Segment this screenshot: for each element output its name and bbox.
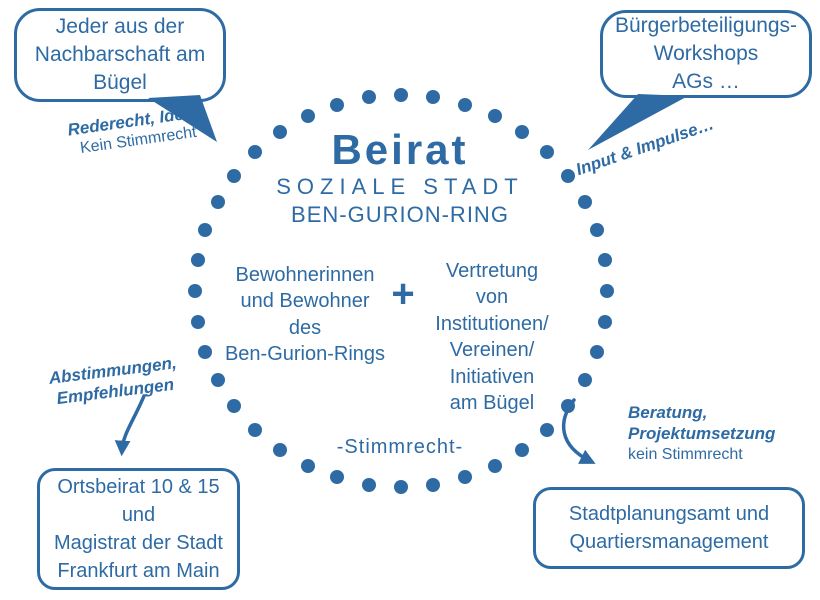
annotation-top-left: Rederecht, Ideen Kein Stimmrecht (50, 98, 224, 163)
ring-dot (515, 442, 530, 457)
ring-dot (589, 223, 604, 238)
ring-dot (560, 399, 575, 414)
curved-arrow-bottom-left-icon (114, 394, 146, 457)
center-title: Beirat (331, 126, 469, 173)
ring-dot (597, 314, 612, 329)
ring-dot (487, 458, 502, 473)
center-subtitle-line1: SOZIALE STADT (276, 174, 524, 199)
ring-dot (330, 97, 345, 112)
speech-bubble-neighborhood: Jeder aus der Nachbarschaft am Bügel (14, 8, 226, 102)
annotation-bottom-left: Abstimmungen, Empfehlungen (38, 351, 190, 411)
ring-dot (600, 284, 614, 298)
ring-dot (190, 253, 205, 268)
ring-dot (188, 284, 202, 298)
residents-group-text: Bewohnerinnen und Bewohner des Ben-Gurio… (224, 264, 386, 366)
ring-dot (577, 373, 592, 387)
institutions-group-text: Vertretung von Institutionen/ Vereinen/ … (435, 260, 549, 414)
ring-dot (394, 480, 408, 494)
ring-dot (361, 90, 376, 105)
ring-dot (210, 195, 225, 209)
ring-dot (560, 168, 575, 183)
ring-dot (227, 399, 242, 414)
ring-dot (539, 422, 554, 437)
annotation-bottom-right: Beratung, Projektumsetzung kein Stimmrec… (628, 402, 806, 465)
ring-dot (597, 253, 612, 268)
annotation-top-right: Input & Impulse… (573, 105, 741, 180)
ring-dot (330, 470, 345, 485)
ring-dot (248, 145, 263, 160)
ring-dot (272, 125, 287, 140)
ring-dot (300, 458, 315, 473)
ring-dot (426, 477, 441, 492)
ring-dot (539, 145, 554, 160)
annotation-bottom-right-note: kein Stimmrecht (628, 445, 743, 463)
ring-dot (190, 314, 205, 329)
annotation-bottom-left-emphasis: Abstimmungen, Empfehlungen (47, 353, 178, 409)
ring-dot (198, 344, 213, 359)
annotation-top-right-emphasis: Input & Impulse… (573, 114, 717, 180)
ring-dot (272, 442, 287, 457)
speech-bubble-workshops: Bürgerbeteiligungs- Workshops AGs … (600, 10, 812, 98)
ring-dot (361, 477, 376, 492)
ring-dot (227, 168, 242, 183)
ring-dot (300, 109, 315, 124)
voting-right-note: -Stimmrecht- (336, 436, 464, 458)
ring-dot (198, 223, 213, 238)
box-ortsbeirat-magistrat: Ortsbeirat 10 & 15 und Magistrat der Sta… (37, 468, 240, 590)
ring-dot (210, 373, 225, 387)
ring-dot (457, 97, 472, 112)
box-stadtplanungsamt: Stadtplanungsamt und Quartiersmanagement (533, 487, 805, 569)
ring-dot (589, 344, 604, 359)
ring-dot (426, 90, 441, 105)
ring-dot (487, 109, 502, 124)
ring-dot (515, 125, 530, 140)
ring-dot (394, 88, 408, 102)
plus-sign: + (391, 272, 415, 316)
ring-dot (577, 195, 592, 209)
ring-dot (457, 470, 472, 485)
ring-dot (248, 422, 263, 437)
center-subtitle-line2: BEN-GURION-RING (291, 202, 509, 227)
annotation-bottom-right-emphasis: Beratung, Projektumsetzung (628, 403, 776, 444)
